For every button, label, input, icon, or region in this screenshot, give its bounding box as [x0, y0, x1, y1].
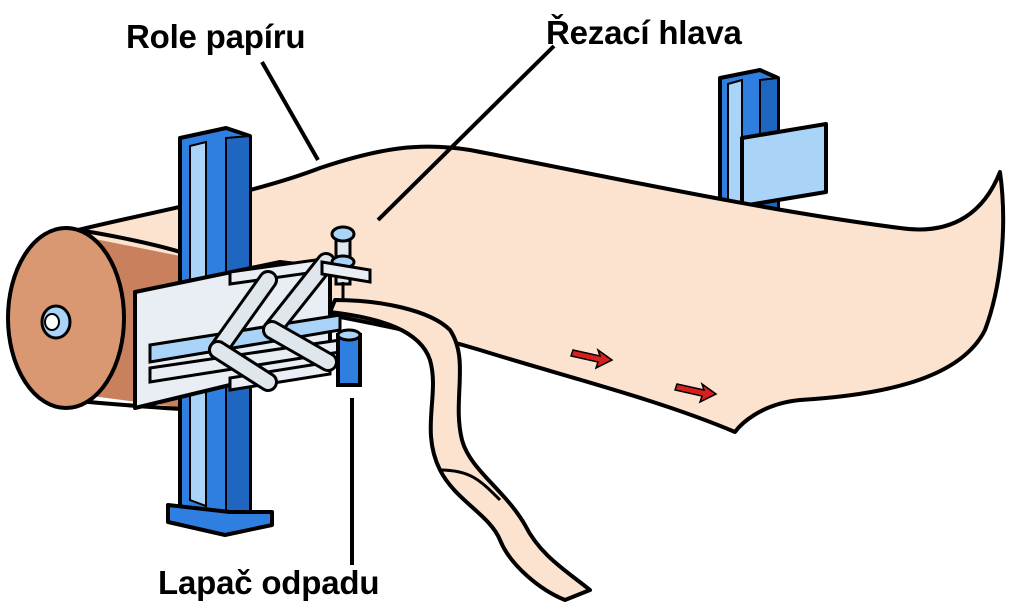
label-cutting-head: Řezací hlava: [546, 16, 742, 49]
leader-paper-roll: [262, 62, 318, 160]
label-paper-roll: Role papíru: [126, 20, 305, 53]
waste-catcher: [338, 330, 360, 385]
rear-support-column: [720, 70, 826, 215]
label-waste-catcher: Lapač odpadu: [158, 566, 379, 599]
